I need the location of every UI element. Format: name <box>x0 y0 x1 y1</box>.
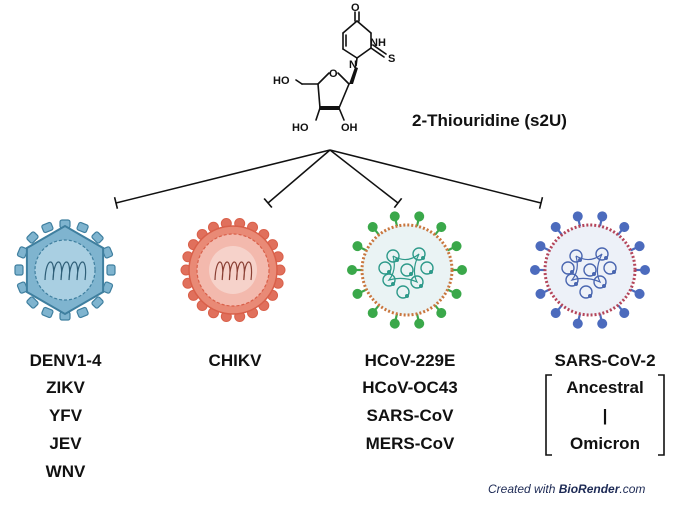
label-zikv: ZIKV <box>46 378 85 397</box>
atom-o-ring: O <box>329 68 338 80</box>
inhibit-arrow-sarscov2 <box>329 149 544 210</box>
label-wnv: WNV <box>45 462 86 481</box>
label-jev: JEV <box>49 434 82 453</box>
variant-bracket <box>545 374 665 456</box>
coronavirus-particle <box>347 211 467 329</box>
atom-oh-bottom: OH <box>341 122 358 134</box>
inhibition-arrows <box>113 149 544 210</box>
label-sars-cov: SARS-CoV <box>366 406 454 425</box>
flavivirus-particle <box>14 219 116 321</box>
alphavirus-particle <box>180 217 286 323</box>
atom-nh: NH <box>370 37 386 49</box>
thiouridine-structure <box>295 11 387 121</box>
glycosidic-wedge <box>349 67 358 84</box>
sarscov2-particle <box>530 211 650 329</box>
label-sars-cov-2: SARS-CoV-2 <box>554 351 656 370</box>
label-chikv: CHIKV <box>208 351 262 370</box>
label-yfv: YFV <box>48 406 83 425</box>
inhibit-arrow-coronavirus <box>329 149 403 209</box>
label-omicron: Omicron <box>570 434 640 453</box>
atom-s: S <box>388 53 395 65</box>
label-hcov-oc43: HCoV-OC43 <box>362 378 458 397</box>
atom-o-top: O <box>351 2 360 14</box>
atom-ho-bottom: HO <box>292 122 309 134</box>
label-ancestral: Ancestral <box>566 378 644 397</box>
label-variant-separator: | <box>602 406 608 425</box>
biorender-credit: Created with BioRender.com <box>488 482 646 496</box>
label-denv: DENV1-4 <box>29 351 102 370</box>
inhibit-arrow-flavivirus <box>113 149 331 210</box>
atom-n: N <box>349 59 357 71</box>
compound-name: 2-Thiouridine (s2U) <box>412 111 567 130</box>
label-mers-cov: MERS-CoV <box>365 434 455 453</box>
inhibit-arrow-alphavirus <box>263 149 331 209</box>
label-hcov-229e: HCoV-229E <box>364 351 456 370</box>
atom-ho-left: HO <box>273 75 290 87</box>
